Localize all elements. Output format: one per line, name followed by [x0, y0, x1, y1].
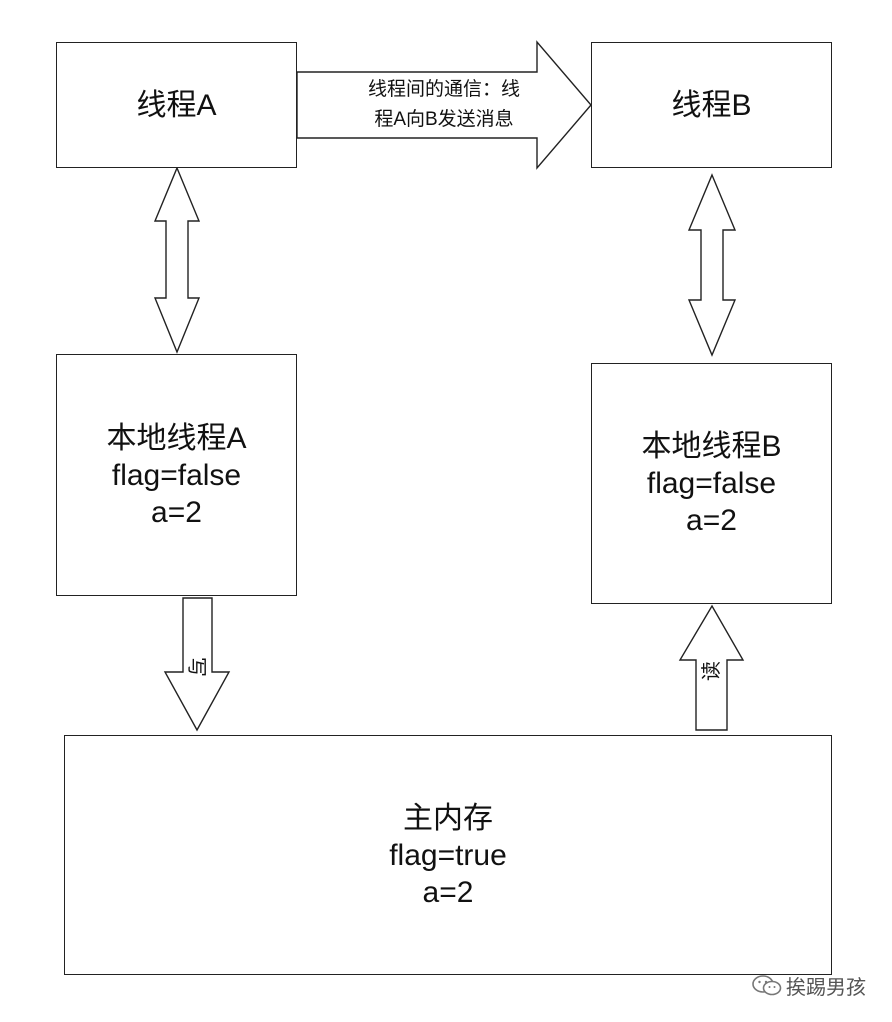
thread-a-label: 线程A: [136, 88, 217, 122]
thread-b-local-double-arrow: [687, 173, 737, 357]
message-arrow-label: 线程间的通信：线 程A向B发送消息: [334, 75, 554, 135]
read-arrow-label: 读: [701, 661, 723, 681]
write-arrow: [163, 597, 231, 732]
main-memory-value: a=2: [422, 875, 474, 909]
message-arrow-line2: 程A向B发送消息: [374, 109, 514, 130]
thread-b-label: 线程B: [671, 88, 752, 122]
thread-b-box: 线程B: [591, 42, 832, 168]
local-b-title: 本地线程B: [641, 430, 782, 463]
local-thread-b-box: 本地线程B flag=false a=2: [591, 363, 832, 604]
thread-a-box: 线程A: [56, 42, 297, 168]
local-thread-a-box: 本地线程A flag=false a=2: [56, 354, 297, 596]
main-memory-box: 主内存 flag=true a=2: [64, 735, 832, 975]
main-memory-flag: flag=true: [389, 838, 507, 872]
local-a-flag: flag=false: [111, 458, 242, 492]
local-a-title: 本地线程A: [106, 421, 247, 455]
message-arrow-line1: 线程间的通信：线: [367, 79, 520, 100]
thread-a-local-double-arrow: [153, 166, 201, 354]
message-arrow: [296, 40, 592, 170]
read-arrow: [678, 604, 745, 731]
wechat-icon: [752, 974, 782, 998]
local-b-flag: flag=false: [646, 467, 777, 500]
watermark-text: 挨踢男孩: [786, 977, 866, 999]
watermark: 挨踢男孩: [752, 971, 866, 1000]
local-a-value: a=2: [151, 495, 202, 529]
write-arrow-label: 写: [185, 657, 207, 677]
main-memory-title: 主内存: [403, 801, 493, 835]
local-b-value: a=2: [686, 504, 737, 537]
